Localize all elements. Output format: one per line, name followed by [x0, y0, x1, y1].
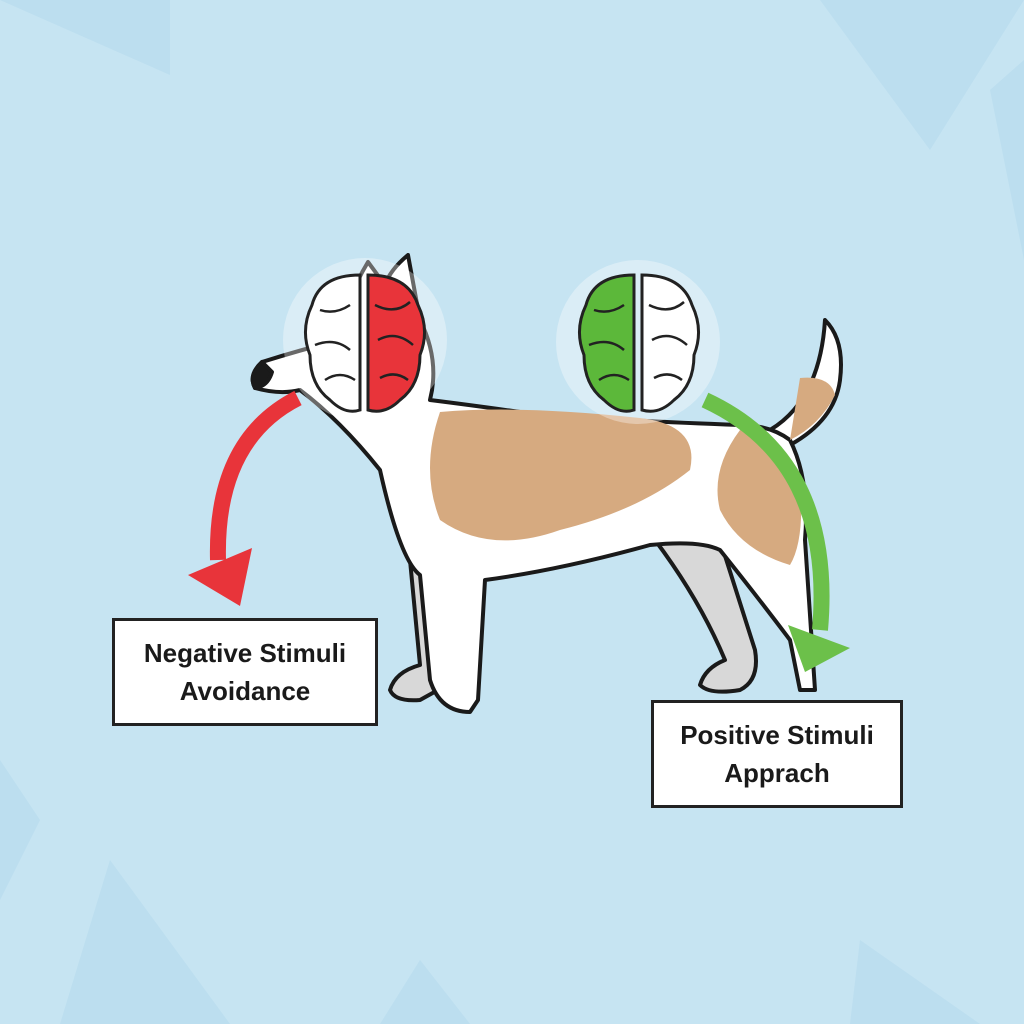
positive-label-line1: Positive Stimuli: [680, 720, 874, 750]
negative-label-line1: Negative Stimuli: [143, 638, 347, 668]
negative-arrow: [188, 390, 302, 606]
positive-label-line2: Apprach: [724, 758, 830, 788]
dog-far-back-leg: [653, 538, 758, 694]
negative-label-line2: Avoidance: [179, 676, 311, 706]
left-brain-group: [283, 258, 447, 422]
negative-stimuli-avoidance-label: Negative Stimuli Avoidance: [112, 618, 378, 726]
dog-nose: [250, 360, 274, 390]
positive-arrow: [701, 392, 850, 672]
right-brain-group: [556, 260, 720, 424]
positive-stimuli-approach-label: Positive Stimuli Apprach: [651, 700, 903, 808]
dog-patch-body: [430, 409, 692, 541]
dog-patch-tail: [790, 377, 835, 440]
